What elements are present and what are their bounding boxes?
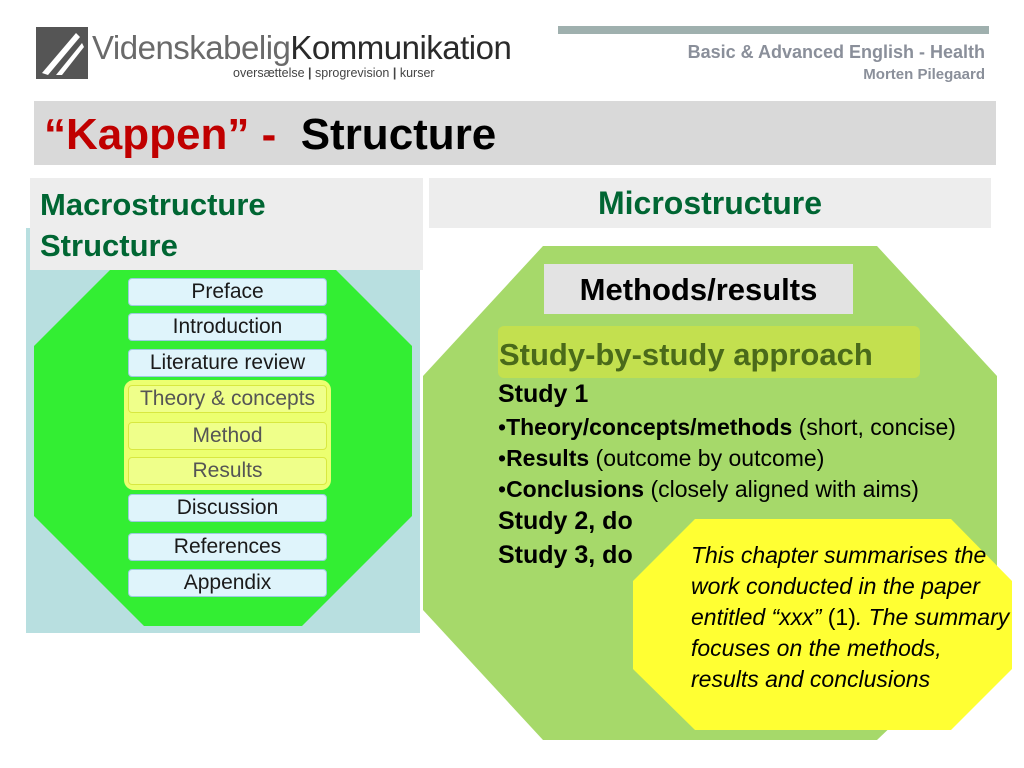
macro-heading-line1: Macrostructure <box>40 187 266 222</box>
title-quoted: “Kappen” - <box>44 110 277 159</box>
note-part1: This chapter summarises the work conduct… <box>691 542 987 630</box>
logo-icon <box>36 27 88 79</box>
logo-tagline: oversættelse | sprogrevision | kurser <box>233 66 435 80</box>
bullet-theory-bold: Theory/concepts/methods <box>506 414 793 440</box>
note-octagon <box>633 519 1012 730</box>
microstructure-heading-box <box>429 178 991 228</box>
microstructure-heading: Microstructure <box>597 185 823 221</box>
logo-wordmark: VidenskabeligKommunikation <box>92 28 512 68</box>
logo-tag-3: kurser <box>399 66 435 80</box>
item-appendix: Appendix <box>128 569 327 597</box>
approach-label: Study-by-study approach <box>499 337 873 372</box>
item-literature-review: Literature review <box>128 349 327 377</box>
item-discussion: Discussion <box>128 494 327 522</box>
macrostructure-heading-box <box>30 178 423 270</box>
slide-title: “Kappen” - Structure <box>44 110 496 160</box>
item-references: References <box>128 533 327 561</box>
study-3: Study 3, do <box>498 541 633 569</box>
bullet-results-rest: (outcome by outcome) <box>589 445 825 471</box>
logo-word-2: Kommunikation <box>290 29 512 66</box>
item-preface: Preface <box>128 278 327 306</box>
methods-results-label: Methods/results <box>579 272 818 307</box>
header-rule <box>558 26 989 34</box>
bullet-theory: •Theory/concepts/methods (short, concise… <box>498 414 956 440</box>
bullet-conclusions-rest: (closely aligned with aims) <box>644 476 919 502</box>
logo-word-1: Videnskabelig <box>92 29 291 66</box>
item-theory-concepts: Theory & concepts <box>128 385 327 413</box>
macro-heading-line2: Structure <box>40 228 178 263</box>
study-2: Study 2, do <box>498 507 633 535</box>
bullet-results-bold: Results <box>506 445 590 471</box>
item-introduction: Introduction <box>128 313 327 341</box>
title-rest: Structure <box>300 110 497 159</box>
bullet-conclusions: •Conclusions (closely aligned with aims) <box>498 476 919 502</box>
item-method: Method <box>128 422 327 450</box>
item-results: Results <box>128 457 327 485</box>
note-part2: . The summary focuses on the methods, re… <box>691 604 1010 692</box>
summary-note: This chapter summarises the work conduct… <box>691 540 1011 695</box>
bullet-conclusions-bold: Conclusions <box>506 476 645 502</box>
logo-tag-2: sprogrevision <box>315 66 390 80</box>
course-title: Basic & Advanced English - Health <box>687 42 985 62</box>
course-author: Morten Pilegaard <box>863 66 985 83</box>
bullet-theory-rest: (short, concise) <box>792 414 956 440</box>
logo-tag-1: oversættelse <box>233 66 305 80</box>
methods-results-box <box>544 264 853 314</box>
approach-box <box>498 326 920 378</box>
study-1: Study 1 <box>498 380 589 408</box>
title-bar <box>34 101 996 165</box>
note-ref: (1) <box>821 604 856 630</box>
bullet-results: •Results (outcome by outcome) <box>498 445 825 471</box>
